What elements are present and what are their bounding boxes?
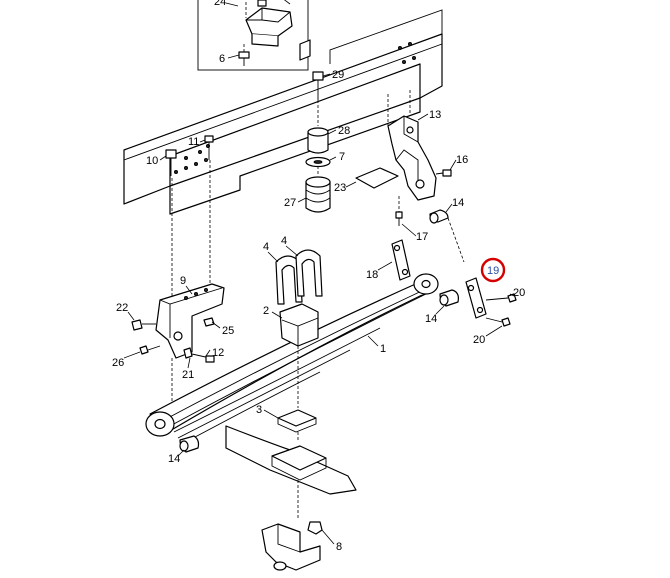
callout-16: 16 <box>456 154 468 166</box>
frame-rail <box>123 9 443 215</box>
callout-25: 25 <box>282 0 294 2</box>
callout-24: 24 <box>214 0 226 8</box>
callout-3: 3 <box>256 404 262 416</box>
highlight-ring-19 <box>480 257 506 283</box>
callout-10: 10 <box>146 155 158 167</box>
callout-19: 19 <box>487 265 499 277</box>
rear-shackle <box>391 209 517 327</box>
callout-7: 7 <box>339 151 345 163</box>
leaf-spring <box>145 273 459 453</box>
callout-20-lower: 20 <box>473 334 485 346</box>
callout-26: 26 <box>112 357 124 369</box>
callout-14-middle: 14 <box>425 313 437 325</box>
callout-4-right: 4 <box>281 235 287 247</box>
callout-8: 8 <box>336 541 342 553</box>
callout-20-upper: 20 <box>513 287 525 299</box>
front-hanger <box>131 160 225 412</box>
callout-29: 29 <box>332 69 344 81</box>
callout-9: 9 <box>180 275 186 287</box>
callout-28: 28 <box>338 125 350 137</box>
callout-14-lower: 14 <box>168 453 180 465</box>
axle <box>225 425 357 571</box>
callout-12: 12 <box>212 347 224 359</box>
callout-13: 13 <box>429 109 441 121</box>
callout-18: 18 <box>366 269 378 281</box>
bump-stop-assembly <box>305 71 331 213</box>
leader-lines <box>123 0 515 545</box>
frame-holes <box>173 42 416 174</box>
callout-22: 22 <box>116 302 128 314</box>
callout-labels: 24 25 6 29 13 28 11 7 10 16 23 27 14 17 … <box>112 0 525 553</box>
inset-detail-box <box>197 0 309 71</box>
callout-4-left: 4 <box>263 241 269 253</box>
callout-1: 1 <box>380 343 386 355</box>
callout-14-upper: 14 <box>452 197 464 209</box>
callout-27: 27 <box>284 197 296 209</box>
callout-25-front: 25 <box>222 325 234 337</box>
callout-23: 23 <box>334 182 346 194</box>
callout-11: 11 <box>188 136 199 148</box>
callout-17: 17 <box>416 231 428 243</box>
callout-6: 6 <box>219 53 225 65</box>
u-bolts <box>275 249 323 440</box>
callout-21: 21 <box>182 369 194 381</box>
callout-2: 2 <box>263 305 269 317</box>
rear-hanger-bracket <box>355 90 452 226</box>
